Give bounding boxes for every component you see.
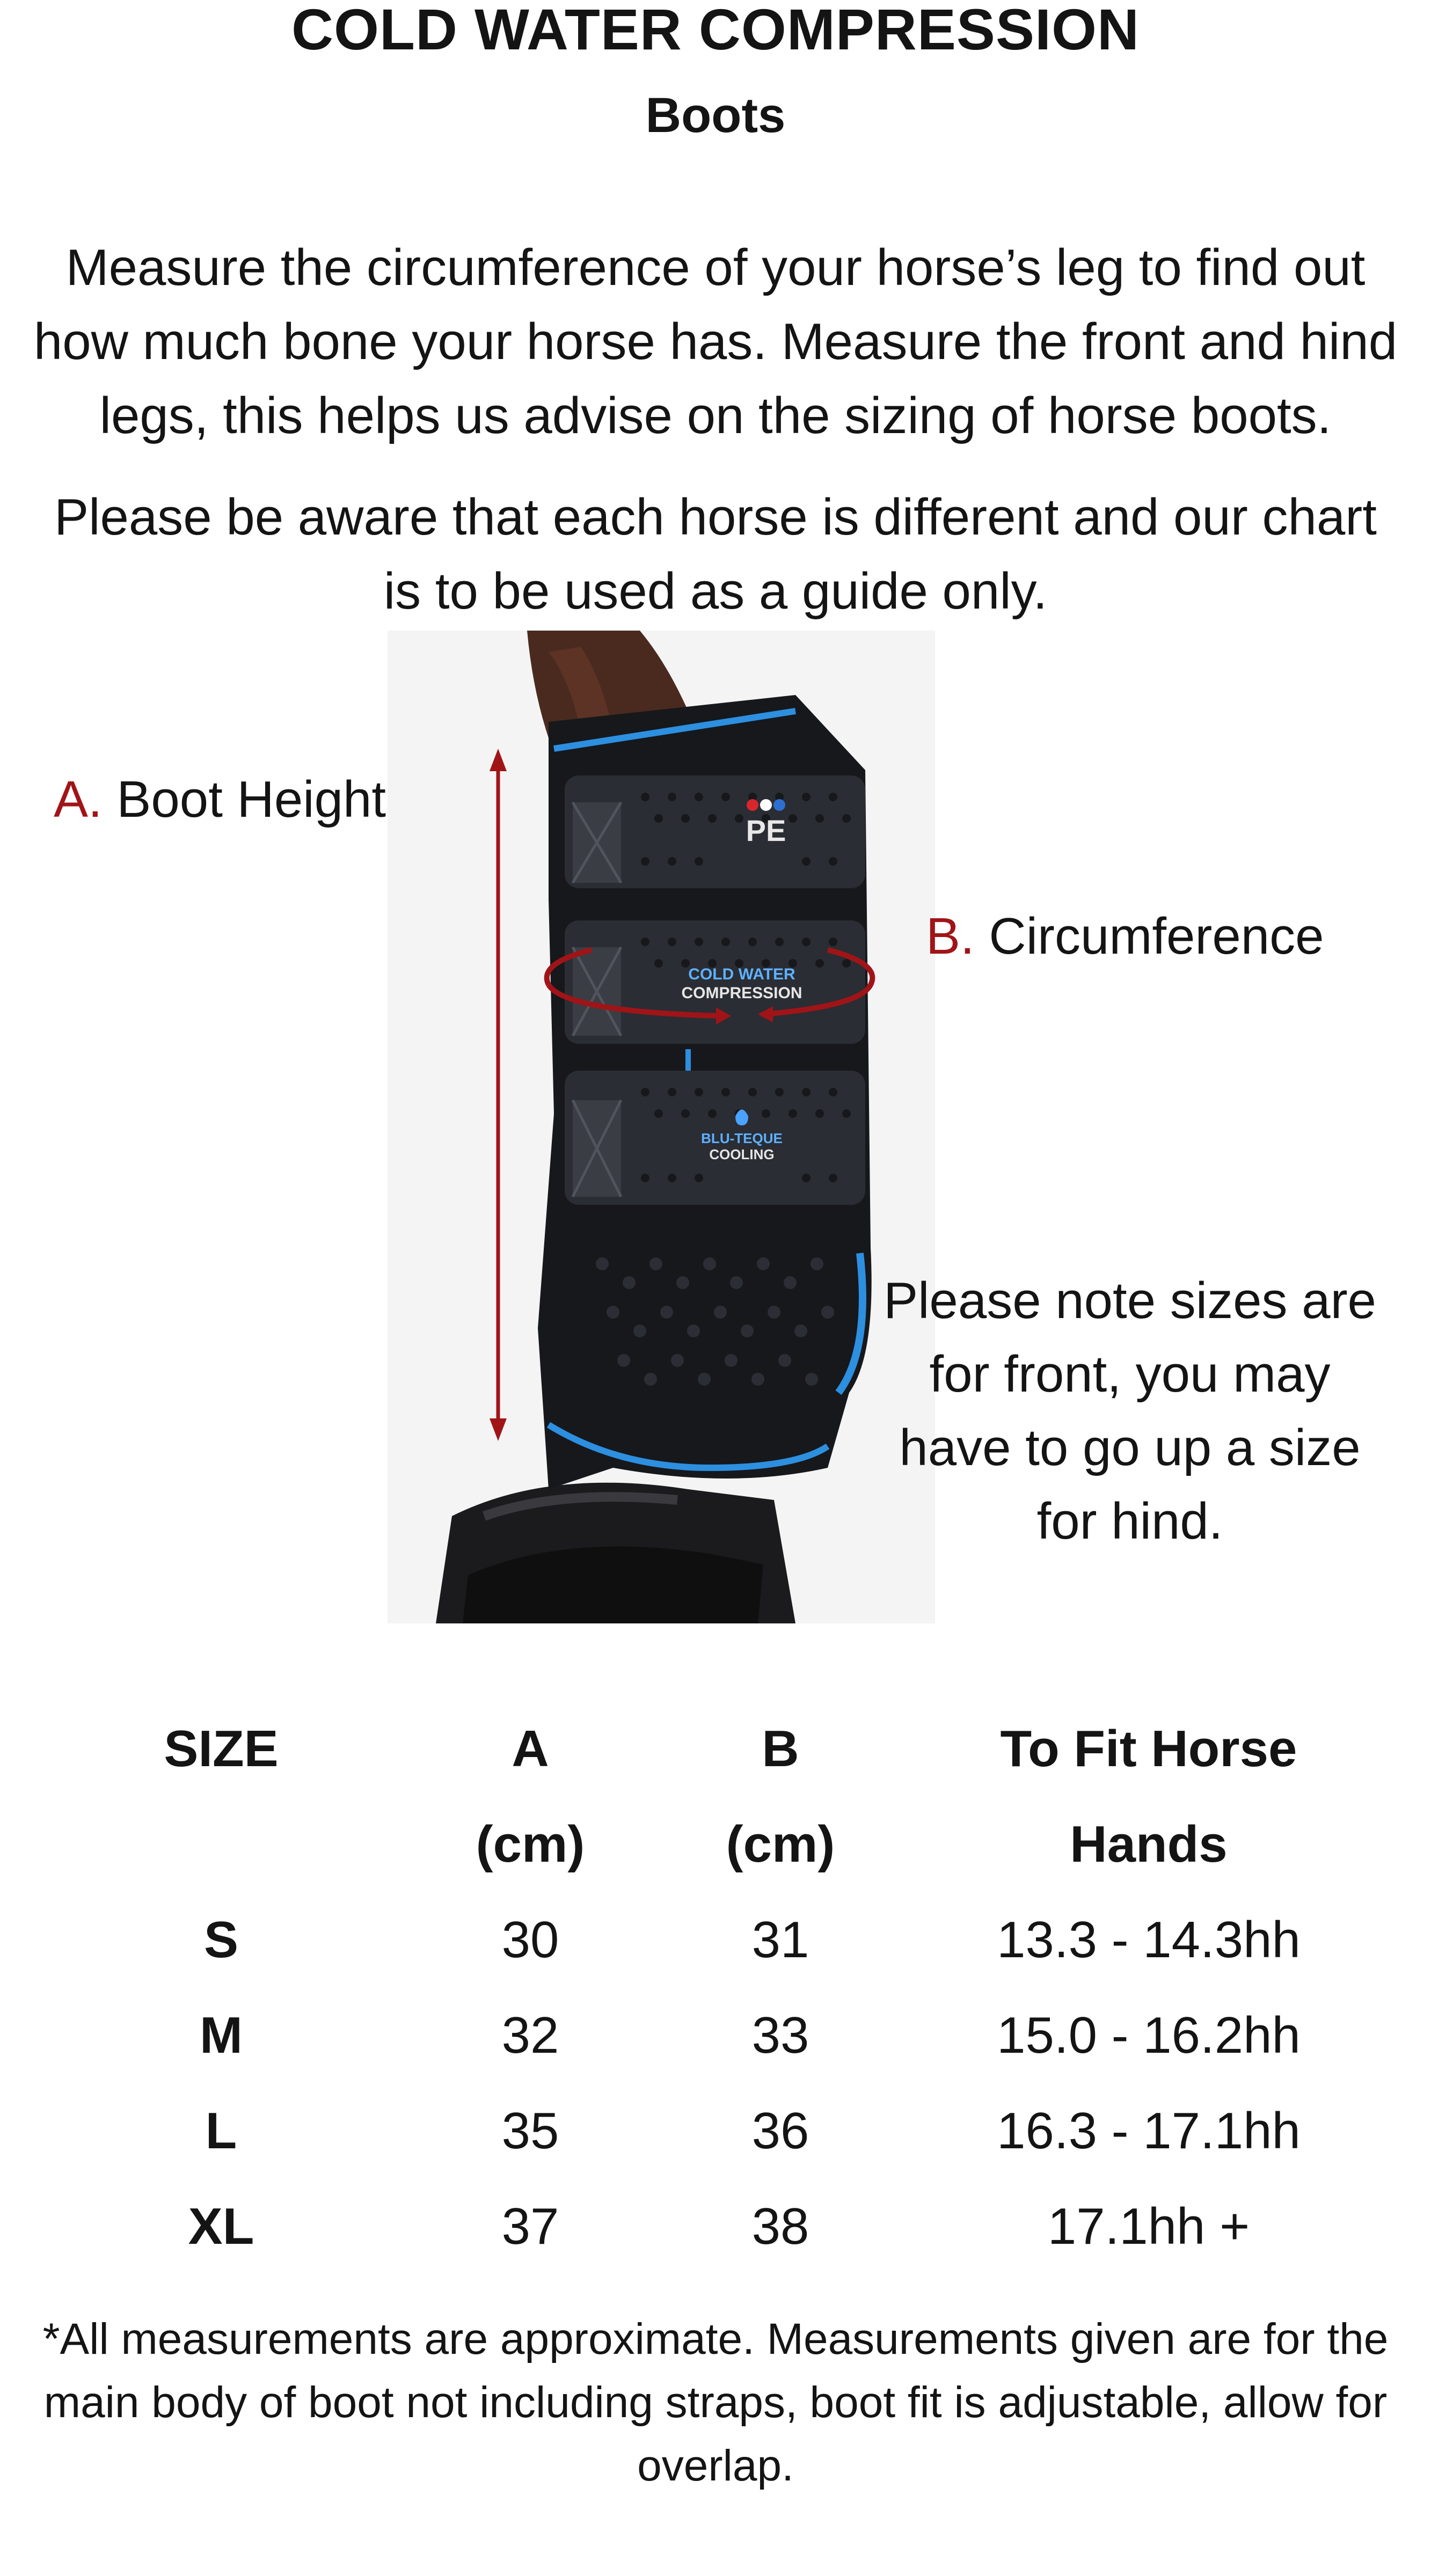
- circumference-ring: [544, 947, 875, 1024]
- cell-size: M: [200, 2007, 243, 2064]
- cell-b: 36: [751, 2102, 809, 2160]
- table-row: M 32 33 15.0 - 16.2hh: [0, 1988, 1431, 2083]
- cell-b: 31: [751, 1911, 809, 1968]
- label-boot-height: A. Boot Height: [54, 770, 386, 829]
- page-subtitle: Boots: [645, 88, 786, 143]
- front-hind-size-note: Please note sizes are for front, you may…: [884, 1272, 1376, 1550]
- size-chart-table: SIZE A B To Fit Horse (cm) (cm) Hands S …: [0, 1701, 1431, 2274]
- cell-a: 37: [501, 2198, 559, 2255]
- label-a-text: Boot Height: [116, 771, 386, 828]
- header-b: B: [762, 1720, 799, 1777]
- label-b-text: Circumference: [989, 908, 1324, 965]
- cell-fit: 17.1hh +: [1047, 2198, 1250, 2255]
- measurement-footnote: *All measurements are approximate. Measu…: [42, 2315, 1389, 2490]
- cell-b: 38: [751, 2198, 809, 2255]
- boot-print-cold-water: COLD WATER: [688, 965, 795, 983]
- header-a-unit: (cm): [476, 1816, 585, 1873]
- page-title: COLD WATER COMPRESSION: [291, 0, 1140, 62]
- header-b-unit: (cm): [726, 1816, 835, 1873]
- boot-brand-mark: PE: [746, 814, 786, 847]
- boot-print-bluteque: BLU-TEQUE: [701, 1130, 783, 1146]
- guide-note: Please be aware that each horse is diffe…: [54, 488, 1377, 620]
- header-fit-unit: Hands: [1070, 1816, 1228, 1873]
- cell-fit: 15.0 - 16.2hh: [997, 2007, 1301, 2064]
- header-size: SIZE: [164, 1720, 279, 1777]
- cell-a: 32: [501, 2007, 559, 2064]
- boot-print-cooling: COOLING: [709, 1146, 774, 1162]
- header-a: A: [512, 1720, 549, 1777]
- table-row: XL 37 38 17.1hh +: [0, 2179, 1431, 2274]
- boot-product-image: PE COLD WATER COMPRESSION BLU-TEQUE COOL…: [388, 631, 935, 1623]
- intro-paragraph: Measure the circumference of your horse’…: [33, 239, 1398, 444]
- cell-a: 35: [501, 2102, 559, 2160]
- cell-b: 33: [751, 2007, 809, 2064]
- boot-height-arrow: [490, 749, 507, 1441]
- cell-fit: 16.3 - 17.1hh: [997, 2102, 1301, 2160]
- table-row: L 35 36 16.3 - 17.1hh: [0, 2083, 1431, 2179]
- cell-a: 30: [501, 1911, 559, 1968]
- cell-size: L: [205, 2102, 237, 2160]
- header-fit: To Fit Horse: [1000, 1720, 1297, 1777]
- label-b-letter: B.: [926, 908, 975, 965]
- boot-print-compression: COMPRESSION: [681, 984, 802, 1002]
- cell-size: XL: [188, 2198, 254, 2255]
- table-row: S 30 31 13.3 - 14.3hh: [0, 1892, 1431, 1988]
- cell-size: S: [203, 1911, 239, 1968]
- cell-fit: 13.3 - 14.3hh: [997, 1911, 1301, 1968]
- label-a-letter: A.: [54, 771, 103, 828]
- label-circumference: B. Circumference: [926, 907, 1324, 966]
- table-header-row-2: (cm) (cm) Hands: [0, 1797, 1431, 1892]
- table-header-row: SIZE A B To Fit Horse: [0, 1701, 1431, 1797]
